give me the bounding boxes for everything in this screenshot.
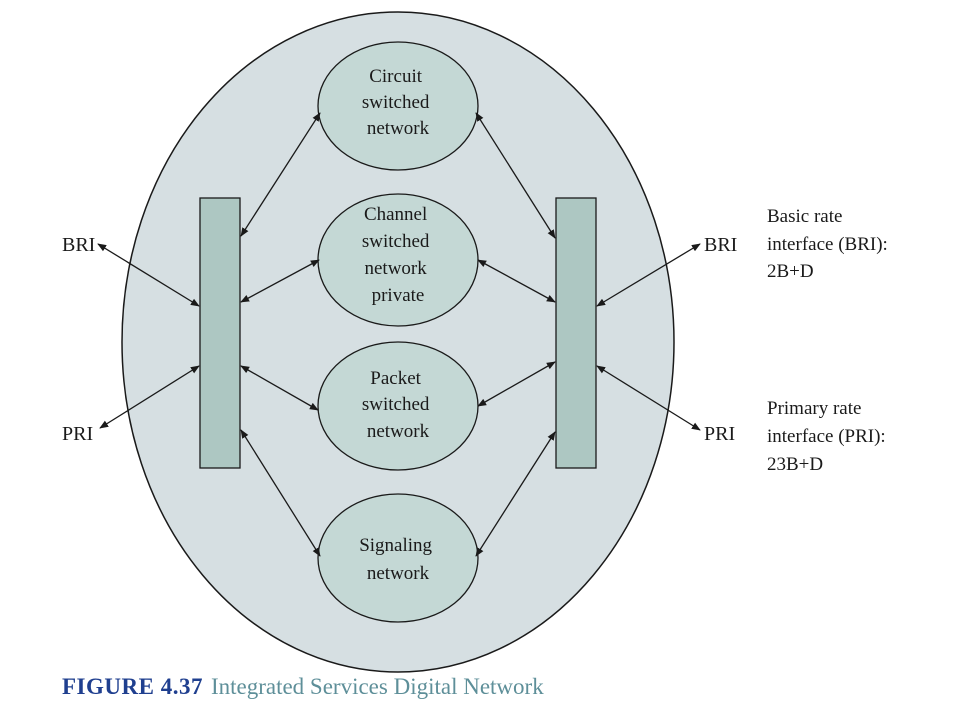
svg-text:Channel switched n: Channel switched network private <box>362 204 434 306</box>
left-interface-bar <box>199 197 241 469</box>
arrow-packet-right-bar <box>477 361 556 407</box>
node-channel-switched: Channel switched network private <box>317 193 479 327</box>
arrow-left-bri <box>97 243 200 307</box>
arrow-right-bri <box>596 243 701 307</box>
arrow-left-bar-circuit <box>240 112 321 237</box>
figure-title: Integrated Services Digital Network <box>210 674 544 699</box>
right-interface-bar <box>555 197 597 469</box>
pri-note: Primary rate interface (PRI): 23B+D <box>767 398 890 475</box>
bri-note-line: Basic rate <box>767 206 842 227</box>
left-pri-label: PRI <box>62 423 93 445</box>
pri-note-line: interface (PRI): <box>767 426 886 447</box>
figure-number: FIGURE 4.37 <box>62 674 203 699</box>
node-label-line: network <box>367 118 430 139</box>
bri-note: Basic rate interface (BRI): 2B+D <box>767 206 893 282</box>
node-label-line: network <box>364 258 427 279</box>
arrow-left-pri <box>99 365 200 429</box>
arrow-left-bar-packet <box>240 365 319 411</box>
node-label-line: Circuit <box>369 66 422 87</box>
node-label-line: Channel <box>364 204 427 225</box>
svg-text:Packet switched ne: Packet switched network <box>362 368 434 442</box>
arrow-left-bar-signaling <box>240 429 321 557</box>
pri-note-line: 23B+D <box>767 454 823 475</box>
left-bri-label: BRI <box>62 234 95 256</box>
figure-caption: FIGURE 4.37 Integrated Services Digital N… <box>62 674 544 700</box>
svg-text:Circuit switched n: Circuit switched network <box>362 66 434 139</box>
node-label-line: private <box>372 285 425 306</box>
arrow-circuit-right-bar <box>475 112 556 239</box>
node-label-line: network <box>367 421 430 442</box>
right-bri-label: BRI <box>704 234 737 256</box>
bri-note-line: interface (BRI): <box>767 234 888 255</box>
arrow-channel-right-bar <box>477 259 556 303</box>
node-label-line: switched <box>362 231 430 252</box>
right-pri-label: PRI <box>704 423 735 445</box>
arrow-right-pri <box>596 365 701 431</box>
node-label-line: switched <box>362 394 430 415</box>
node-circuit-switched: Circuit switched network <box>317 41 479 171</box>
bri-note-line: 2B+D <box>767 261 814 282</box>
node-label-line: Signaling <box>359 535 432 556</box>
pri-note-line: Primary rate <box>767 398 861 419</box>
node-label-line: network <box>367 563 430 584</box>
node-signaling: Signaling network <box>317 493 479 623</box>
arrow-signaling-right-bar <box>475 431 556 557</box>
svg-text:Signaling network: Signaling network <box>359 535 437 584</box>
node-packet-switched: Packet switched network <box>317 341 479 471</box>
node-label-line: Packet <box>370 368 421 389</box>
arrow-left-bar-channel <box>240 259 320 303</box>
node-label-line: switched <box>362 92 430 113</box>
